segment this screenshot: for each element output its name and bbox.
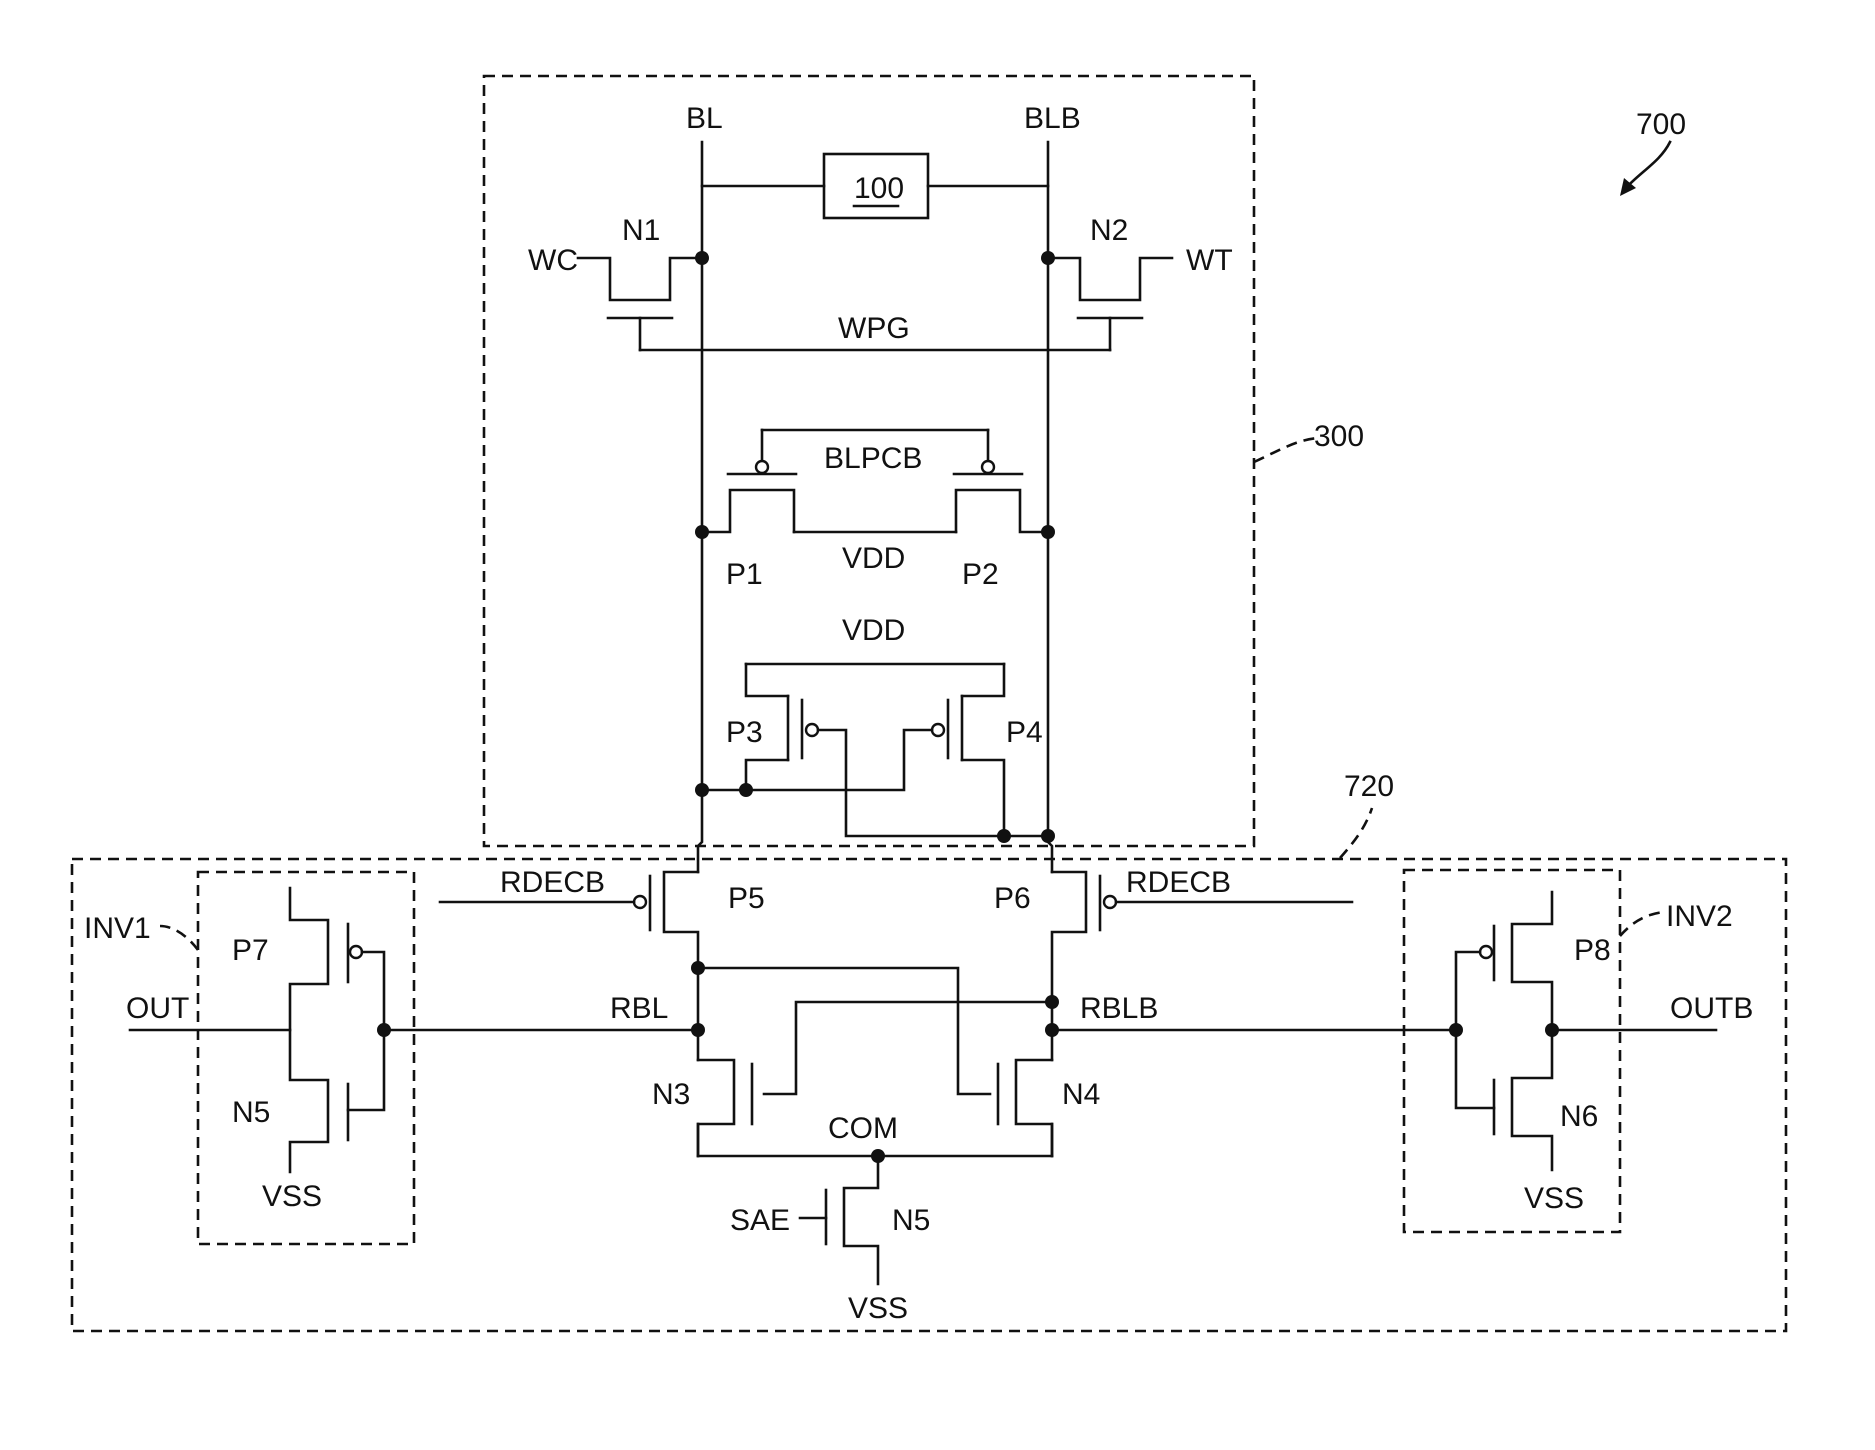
- label-blb: BLB: [1024, 102, 1081, 135]
- label-p1: P1: [726, 558, 763, 591]
- label-out: OUT: [126, 992, 189, 1025]
- transistor-n2: [1048, 258, 1172, 350]
- label-n2: N2: [1090, 214, 1128, 247]
- label-p4: P4: [1006, 716, 1043, 749]
- leader-inv2: [1620, 912, 1664, 936]
- label-wc: WC: [528, 244, 578, 277]
- leader-inv1: [160, 926, 198, 950]
- keeper-p3-p4: [702, 664, 1048, 836]
- label-p2: P2: [962, 558, 999, 591]
- leader-300: [1254, 438, 1318, 462]
- label-p6: P6: [994, 882, 1031, 915]
- junction-dots: [377, 251, 1559, 1163]
- transistor-n3: [698, 1060, 752, 1156]
- label-n3: N3: [652, 1078, 690, 1111]
- label-p7: P7: [232, 934, 269, 967]
- ref-700-arrow: [1620, 142, 1670, 196]
- label-inv1: INV1: [84, 912, 151, 945]
- label-rbl: RBL: [610, 992, 668, 1025]
- leader-720: [1340, 808, 1372, 858]
- label-wt: WT: [1186, 244, 1233, 277]
- label-n5-enable: N5: [892, 1204, 930, 1237]
- label-p8: P8: [1574, 934, 1611, 967]
- label-vdd-precharge: VDD: [842, 542, 905, 575]
- label-outb: OUTB: [1670, 992, 1753, 1025]
- transistor-n1: [578, 258, 702, 350]
- label-rdecb-right: RDECB: [1126, 866, 1231, 899]
- label-inv2: INV2: [1666, 900, 1733, 933]
- label-p5: P5: [728, 882, 765, 915]
- label-ref-300: 300: [1314, 420, 1364, 453]
- transistor-n5-enable: [800, 1156, 878, 1284]
- label-ref-720: 720: [1344, 770, 1394, 803]
- label-wpg: WPG: [838, 312, 910, 345]
- label-n4: N4: [1062, 1078, 1100, 1111]
- label-n6: N6: [1560, 1100, 1598, 1133]
- label-bl: BL: [686, 102, 723, 135]
- label-vss-center: VSS: [848, 1292, 908, 1325]
- label-vss-inv2: VSS: [1524, 1182, 1584, 1215]
- inverter-inv1: [130, 888, 384, 1172]
- label-n1: N1: [622, 214, 660, 247]
- label-p3: P3: [726, 716, 763, 749]
- label-com: COM: [828, 1112, 898, 1145]
- label-rblb: RBLB: [1080, 992, 1158, 1025]
- transistor-p2: [954, 430, 1048, 532]
- label-blpcb: BLPCB: [824, 442, 922, 475]
- transistor-n4: [998, 1060, 1052, 1156]
- label-vdd-keeper: VDD: [842, 614, 905, 647]
- label-vss-inv1: VSS: [262, 1180, 322, 1213]
- label-block-100: 100: [854, 172, 904, 205]
- transistor-p1: [702, 430, 796, 532]
- label-n5-inv1: N5: [232, 1096, 270, 1129]
- cross-wire-2: [764, 1002, 1052, 1094]
- label-sae: SAE: [730, 1204, 790, 1237]
- label-ref-700: 700: [1636, 108, 1686, 141]
- cross-wire-1: [698, 968, 990, 1094]
- label-rdecb-left: RDECB: [500, 866, 605, 899]
